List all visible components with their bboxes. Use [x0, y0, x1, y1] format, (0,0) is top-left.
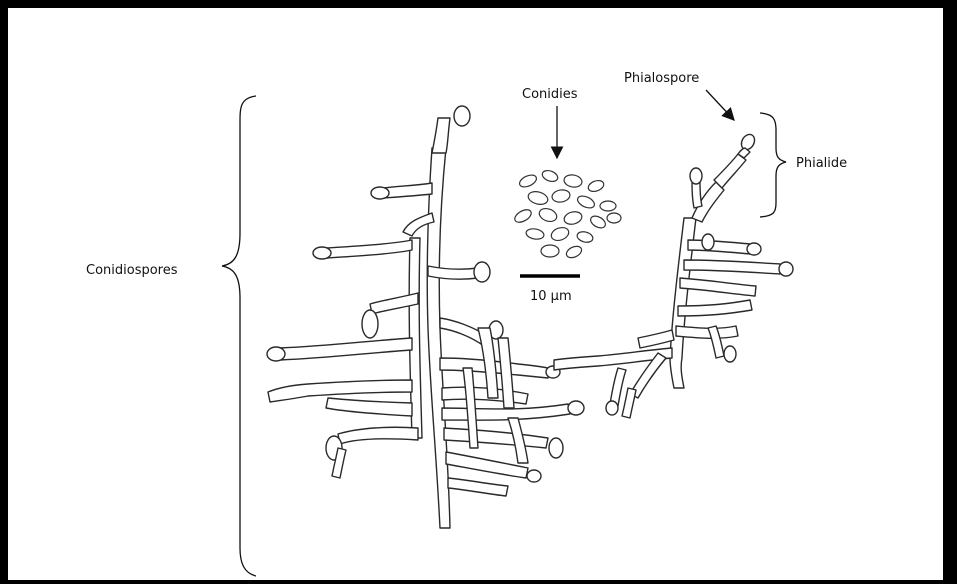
right-conidiophore [554, 132, 793, 418]
conidiospores-brace [222, 96, 256, 576]
scale-bar-label: 10 µm [530, 289, 572, 304]
conidies-label: Conidies [522, 87, 578, 102]
left-conidiophore [267, 106, 584, 528]
phialide-bracket [760, 113, 786, 217]
conidiospores-label: Conidiospores [86, 263, 178, 278]
phialide-label: Phialide [796, 156, 847, 171]
phialospore-arrow [706, 90, 734, 120]
conidia-cluster [513, 169, 621, 260]
phialospore-label: Phialospore [624, 71, 699, 86]
diagram-canvas: Conidiospores Conidies Phialospore Phial… [8, 8, 943, 580]
